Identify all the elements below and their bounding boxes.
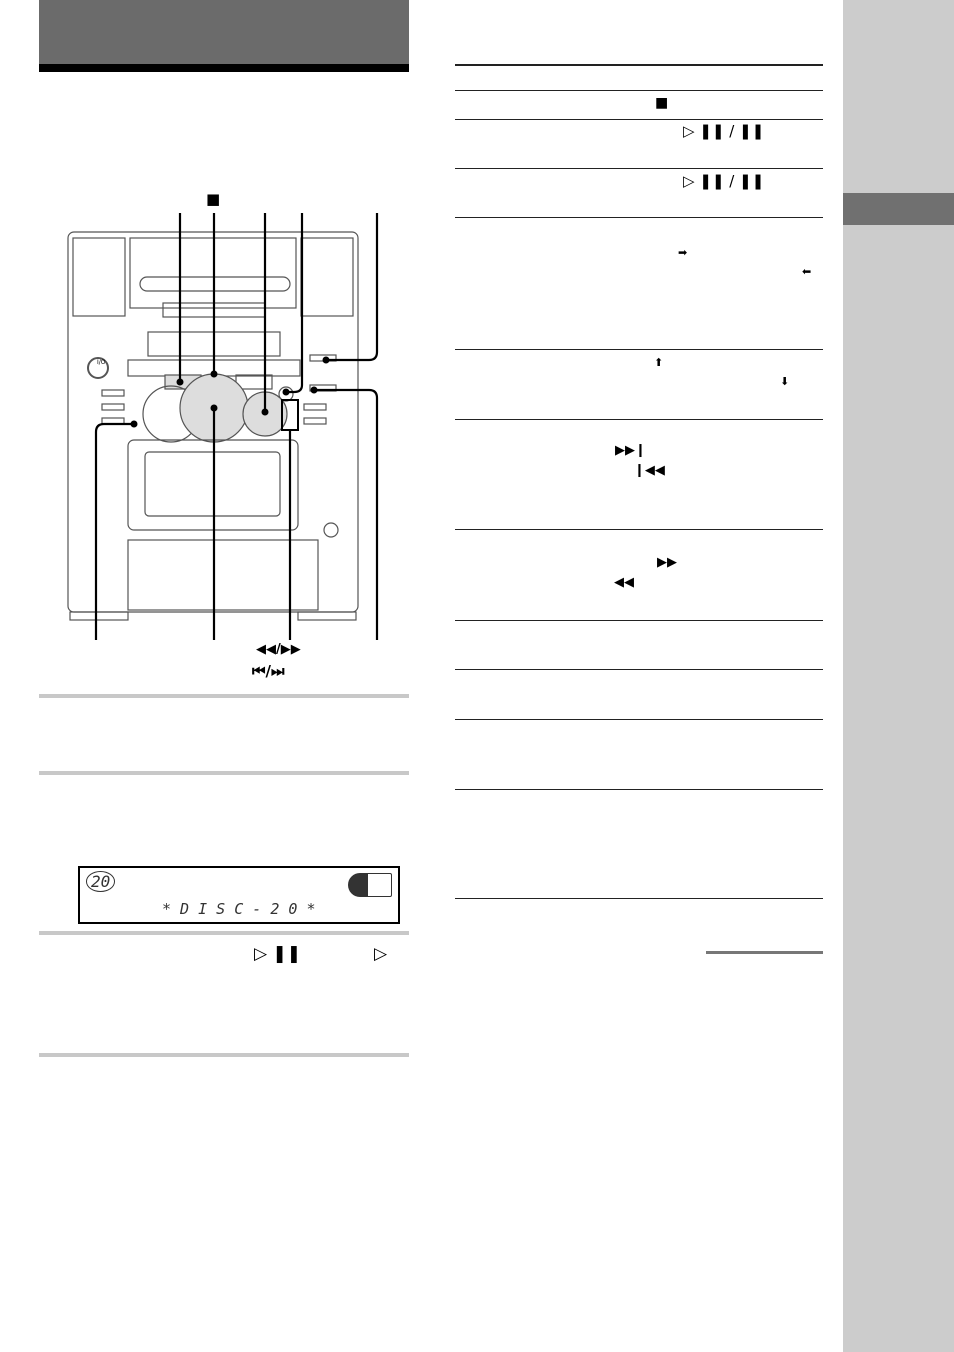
- table-rule: [455, 669, 823, 670]
- arrow-up-icon: ⬆: [654, 356, 664, 369]
- power-label: I/O: [97, 359, 106, 366]
- step-divider: [39, 1053, 409, 1057]
- table-rule: [455, 719, 823, 720]
- table-rule: [455, 529, 823, 530]
- previous-track-icon: ❙◀◀: [634, 463, 665, 478]
- step-divider: [39, 771, 409, 775]
- play-pause-symbol: ▷ ❚❚: [254, 944, 301, 964]
- step-divider: [39, 931, 409, 935]
- skip-buttons-label: ⏮/⏭: [252, 662, 285, 680]
- arrow-left-icon: ⬅: [802, 265, 812, 278]
- stop-symbol: ■: [655, 95, 669, 111]
- table-rule: [455, 217, 823, 218]
- display-message: * D I S C - 2 0 *: [162, 900, 316, 918]
- next-track-icon: ▶▶❙: [615, 443, 646, 458]
- side-thumb-bar: [843, 0, 954, 1352]
- table-rule: [455, 168, 823, 169]
- table-top-rule: [455, 64, 823, 66]
- play-symbol: ▷: [374, 944, 388, 964]
- section-header-bar: [39, 0, 409, 64]
- step-divider: [39, 694, 409, 698]
- table-rule: [455, 349, 823, 350]
- table-rule: [455, 119, 823, 120]
- arrow-down-icon: ⬇: [780, 375, 790, 388]
- fast-forward-icon: ▶▶: [657, 555, 677, 570]
- table-rule: [455, 620, 823, 621]
- play-pause-symbol: ▷ ❚❚ / ❚❚: [683, 122, 765, 140]
- table-rule: [455, 90, 823, 91]
- table-rule: [455, 898, 823, 899]
- continued-rule: [706, 951, 823, 954]
- side-thumb-tab: [843, 193, 954, 225]
- stop-label: ■: [206, 190, 221, 208]
- section-header-underline: [39, 64, 409, 72]
- stereo-illustration: [67, 213, 379, 640]
- lcd-display: 20 * D I S C - 2 0 *: [78, 866, 400, 924]
- search-buttons-label: ◀◀/▶▶: [256, 642, 301, 657]
- rewind-icon: ◀◀: [614, 575, 634, 590]
- table-rule: [455, 789, 823, 790]
- play-pause-symbol: ▷ ❚❚ / ❚❚: [683, 172, 765, 190]
- arrow-right-icon: ➡: [678, 246, 688, 259]
- disc-number: 20: [86, 871, 116, 892]
- table-rule: [455, 419, 823, 420]
- level-meter-icon: [348, 873, 392, 897]
